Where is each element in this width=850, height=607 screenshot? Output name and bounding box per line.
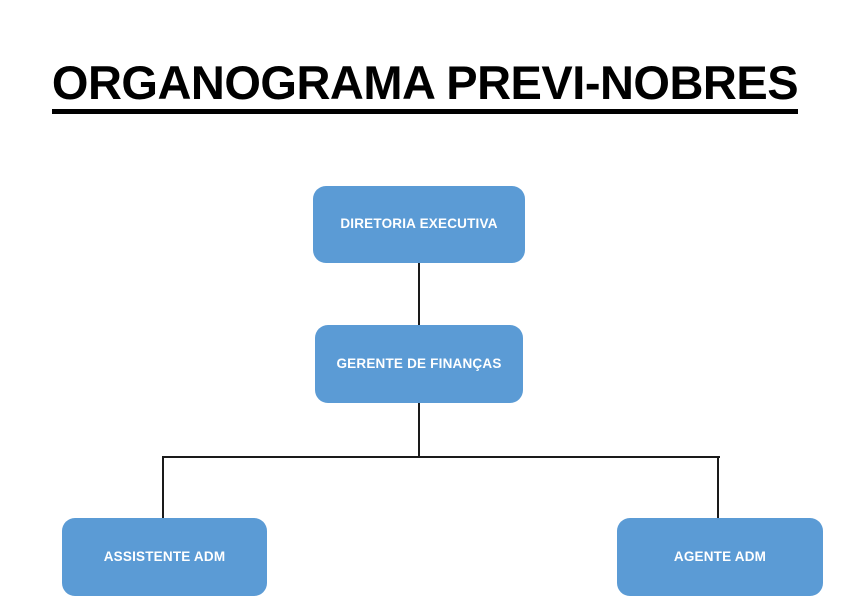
connector-horizontal-bus	[162, 456, 720, 458]
page-title-text: ORGANOGRAMA PREVI-NOBRES	[51, 58, 799, 115]
org-node-label: DIRETORIA EXECUTIVA	[340, 216, 498, 232]
org-node-label: ASSISTENTE ADM	[103, 548, 226, 564]
connector-bus-to-assistente	[162, 456, 164, 519]
connector-bus-to-agente	[717, 456, 719, 519]
org-node-label: GERENTE DE FINANÇAS	[336, 355, 502, 371]
org-node-diretoria-executiva[interactable]: DIRETORIA EXECUTIVA	[313, 186, 525, 263]
page-title: ORGANOGRAMA PREVI-NOBRES	[0, 58, 850, 115]
org-node-gerente-de-financas[interactable]: GERENTE DE FINANÇAS	[315, 325, 523, 403]
org-node-assistente-adm[interactable]: ASSISTENTE ADM	[62, 518, 267, 596]
connector-diretoria-to-gerente	[418, 262, 420, 326]
connector-gerente-to-bus	[418, 402, 420, 458]
org-node-label: AGENTE ADM	[673, 548, 767, 564]
org-node-agente-adm[interactable]: AGENTE ADM	[617, 518, 823, 596]
